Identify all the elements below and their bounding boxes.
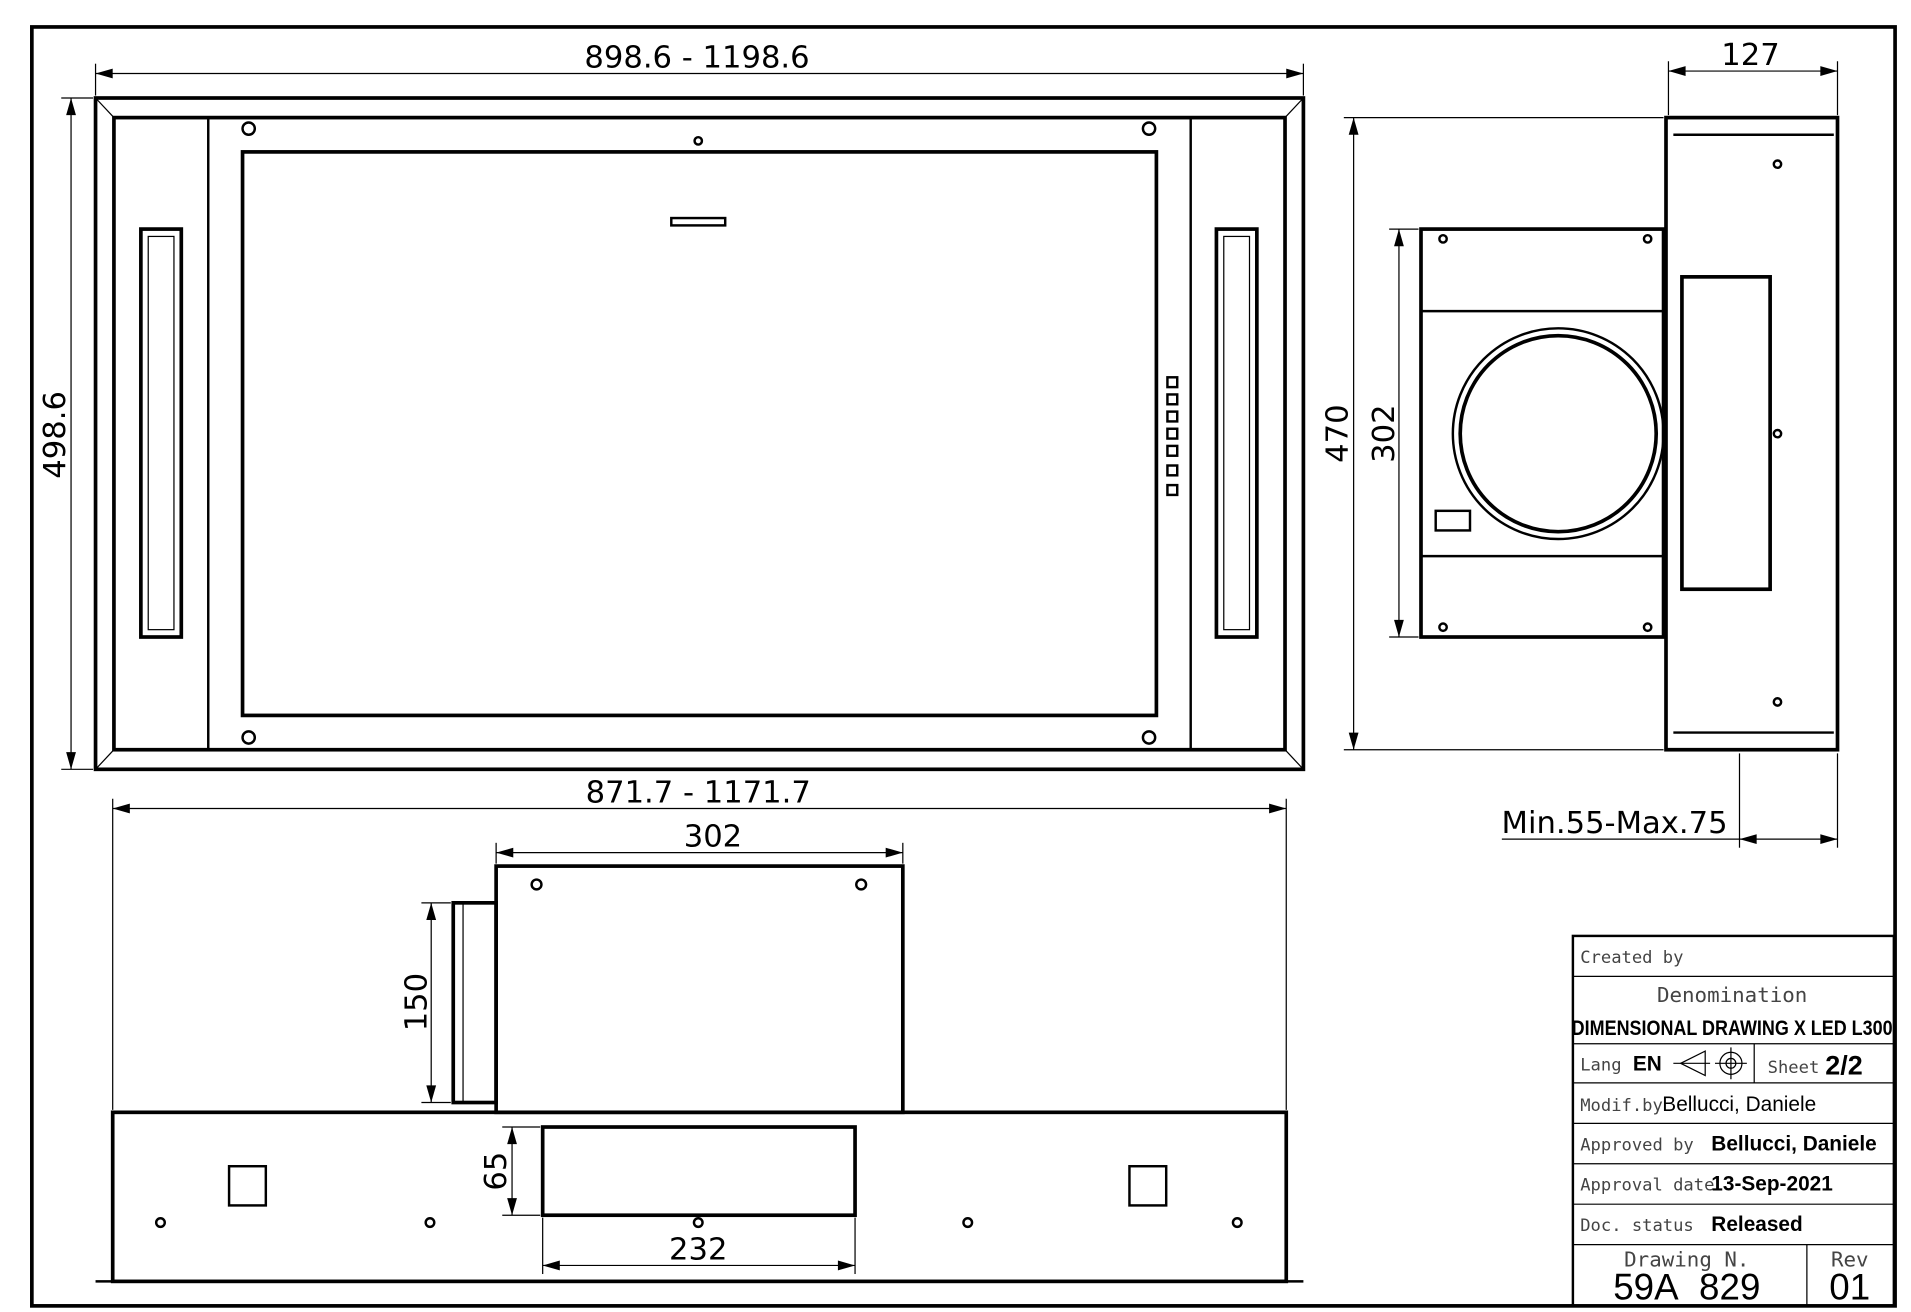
- screen-panel: [240, 150, 1159, 718]
- front-view: 898.6 - 1198.6 498.6: [38, 40, 1306, 772]
- dim-bottom-width: 871.7 - 1171.7: [586, 775, 811, 810]
- approved-by: Bellucci, Daniele: [1711, 1132, 1876, 1155]
- modif-by: Bellucci, Daniele: [1662, 1093, 1816, 1116]
- fan-outlet: [1451, 327, 1665, 541]
- dim-opening-height: 65: [479, 1152, 514, 1191]
- created-by-label: Created by: [1580, 948, 1683, 968]
- sheet-label: Sheet: [1768, 1058, 1820, 1078]
- dim-motor-height: 150: [399, 973, 434, 1031]
- dim-motor-width: 302: [684, 819, 742, 854]
- title-block: Created by Denomination DIMENSIONAL DRAW…: [1571, 934, 1896, 1308]
- approval-date-label: Approval date: [1580, 1176, 1714, 1196]
- sheet: 2/2: [1825, 1050, 1862, 1080]
- dim-side-depth: 127: [1721, 38, 1779, 73]
- side-opening: [1680, 275, 1772, 592]
- approved-label: Approved by: [1580, 1135, 1694, 1155]
- dim-front-height: 498.6: [38, 391, 73, 479]
- motor-box: [494, 864, 905, 1115]
- modif-label: Modif.by: [1580, 1096, 1663, 1116]
- dim-side-height: 470: [1321, 404, 1356, 462]
- led-indicator: [670, 216, 727, 227]
- bottom-view: 871.7 - 1171.7 302 150 65 232: [95, 775, 1304, 1284]
- sheet-border: [30, 25, 1897, 1308]
- lang: EN: [1633, 1053, 1662, 1076]
- rev: 01: [1829, 1267, 1870, 1308]
- side-view: 127 470 302 Min.55-Max.75: [1321, 38, 1840, 848]
- approval-date: 13-Sep-2021: [1711, 1173, 1832, 1196]
- drawing-label: Drawing N.: [1624, 1248, 1749, 1272]
- doc-status: Released: [1711, 1213, 1802, 1236]
- control-buttons: [1166, 376, 1179, 497]
- drawing-number: 59A_829: [1613, 1267, 1760, 1308]
- lang-label: Lang: [1580, 1056, 1621, 1076]
- rev-label: Rev: [1831, 1248, 1869, 1272]
- handle-left: [139, 227, 184, 639]
- handle-right: [1214, 227, 1259, 639]
- status-label: Doc. status: [1580, 1216, 1694, 1236]
- denomination: DIMENSIONAL DRAWING X LED L300: [1572, 1017, 1893, 1040]
- dim-fan-height: 302: [1367, 404, 1402, 462]
- dim-min-max: Min.55-Max.75: [1502, 806, 1728, 841]
- bottom-opening: [540, 1125, 857, 1218]
- dim-opening-width: 232: [669, 1232, 727, 1267]
- fan-housing: [1419, 227, 1666, 639]
- projection-symbol-icon: [1673, 1047, 1747, 1080]
- denomination-label: Denomination: [1657, 983, 1807, 1007]
- dim-front-width: 898.6 - 1198.6: [584, 40, 809, 75]
- motor-flange: [451, 901, 498, 1105]
